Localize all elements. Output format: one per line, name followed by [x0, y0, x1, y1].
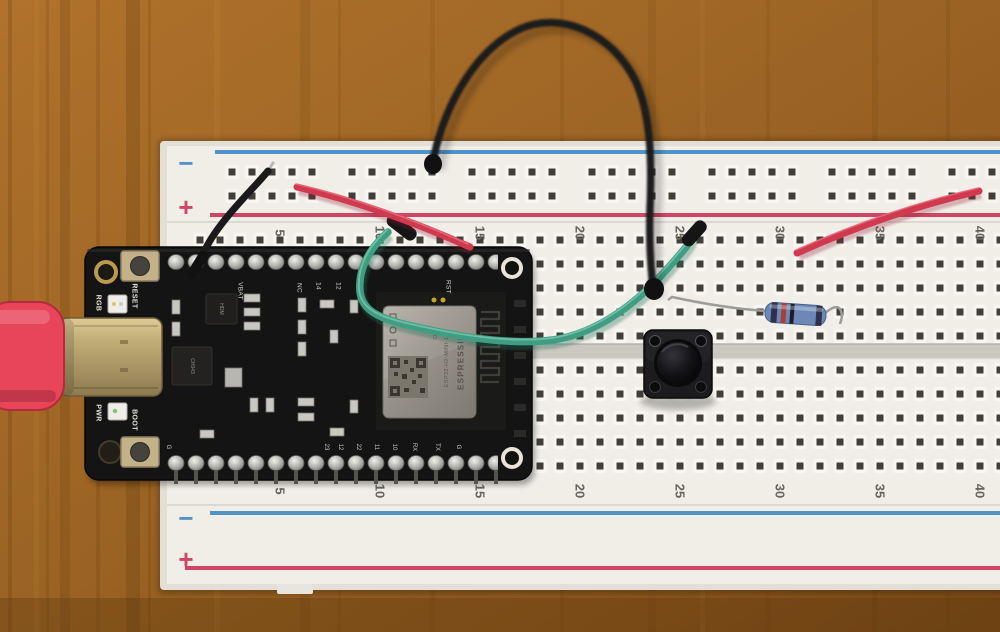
- svg-text:5: 5: [273, 487, 288, 494]
- resistor-lead-right: [823, 305, 844, 325]
- svg-text:14: 14: [315, 282, 322, 290]
- bottom-plus-symbol: +: [178, 544, 193, 574]
- svg-text:30: 30: [773, 484, 788, 498]
- push-button: [640, 329, 716, 410]
- mount-hole-bottom-left: [98, 440, 122, 464]
- usb-cable: [0, 301, 65, 411]
- svg-text:VBAT: VBAT: [237, 282, 244, 300]
- boot-label: BOOT: [131, 409, 138, 431]
- svg-text:10: 10: [373, 484, 388, 498]
- column-numbers-top: 5 10 15 20 25 30 35 40: [273, 226, 988, 240]
- pwr-label: PWR: [95, 404, 102, 422]
- bottom-pin-shafts: [166, 471, 498, 484]
- svg-text:20: 20: [573, 484, 588, 498]
- svg-text:G: G: [455, 445, 461, 450]
- svg-text:G: G: [165, 445, 171, 450]
- smd-components: [171, 293, 359, 439]
- svg-text:22: 22: [355, 444, 361, 451]
- bottom-pin-labels: G 23 12 22 11 10 RX TX G: [165, 443, 461, 451]
- svg-text:23: 23: [323, 444, 329, 451]
- bottom-pin-row: [166, 453, 498, 473]
- resistor: [667, 295, 844, 327]
- svg-text:10: 10: [391, 444, 397, 451]
- svg-text:5: 5: [273, 229, 288, 236]
- resistor-lead-left: [667, 295, 767, 313]
- green-wire-right-sleeve: [681, 220, 707, 247]
- jumper-wire-black-arc: [424, 18, 665, 300]
- reset-label: RESET: [131, 283, 138, 309]
- jumper-wire-red-right: [793, 187, 983, 261]
- rgb-label: RGB: [95, 295, 102, 312]
- svg-text:15: 15: [473, 226, 488, 240]
- svg-text:35: 35: [873, 484, 888, 498]
- module-brand: ESPRESSIF: [457, 334, 466, 390]
- mount-hole-bottom-right: [501, 447, 523, 469]
- reset-button: [120, 250, 160, 282]
- usb-uart-chip: CH343: [171, 346, 213, 386]
- black-arc-bottom-plug: [644, 278, 664, 300]
- resistor-body: [764, 302, 827, 327]
- module-model: ESP32-H2-MINI-1: [444, 337, 450, 387]
- rgb-led: [107, 294, 128, 314]
- svg-text:11: 11: [373, 444, 379, 451]
- top-pin-row: [166, 252, 498, 272]
- pwr-led: [107, 402, 128, 421]
- black-arc-top-plug: [424, 154, 442, 174]
- svg-text:40: 40: [973, 484, 988, 498]
- svg-text:12: 12: [335, 282, 342, 290]
- module-qr-code: [388, 356, 428, 398]
- svg-text:30: 30: [773, 226, 788, 240]
- bottom-minus-symbol: −: [178, 503, 193, 533]
- svg-text:20: 20: [573, 226, 588, 240]
- jumper-wire-red-left: [293, 183, 474, 255]
- usb-c-connector: [57, 317, 163, 397]
- esp32-module: ESPRESSIF ESP32-H2-MINI-1 CE: [376, 292, 506, 430]
- svg-text:RX: RX: [411, 443, 417, 451]
- svg-text:40: 40: [973, 226, 988, 240]
- svg-text:15: 15: [473, 484, 488, 498]
- mount-hole-top-right: [501, 257, 523, 279]
- black-wire-end-sleeve: [187, 251, 208, 279]
- esp32-board: RESET RGB PWR BOOT CH343 HDM: [0, 246, 535, 485]
- column-numbers-bottom: 5 10 15 20 25 30 35 40: [273, 484, 988, 498]
- svg-text:CH343: CH343: [189, 358, 195, 374]
- jumper-wire-black-short: [187, 161, 275, 279]
- top-blue-line: [215, 150, 1000, 154]
- svg-text:12: 12: [337, 444, 343, 451]
- top-power-rail: − +: [178, 148, 1000, 222]
- top-minus-symbol: −: [178, 148, 193, 178]
- boot-button: [120, 436, 160, 468]
- bottom-power-rail: − +: [178, 503, 1000, 574]
- small-ic: HDM: [205, 293, 238, 325]
- top-pin-labels: VBAT NC 14 12 RST: [237, 280, 452, 300]
- svg-text:25: 25: [673, 484, 688, 498]
- top-red-line: [210, 213, 1000, 217]
- svg-text:TX: TX: [434, 443, 440, 451]
- svg-text:HDM: HDM: [218, 303, 224, 314]
- mount-hole-top-left: [94, 260, 118, 284]
- bottom-red-line: [185, 566, 1000, 570]
- svg-text:NC: NC: [296, 283, 303, 293]
- top-plus-symbol: +: [178, 192, 193, 222]
- bottom-blue-line: [210, 511, 1000, 515]
- breadboard-tab: [277, 584, 313, 594]
- edge-pads: [514, 300, 526, 437]
- svg-text:RST: RST: [445, 280, 452, 294]
